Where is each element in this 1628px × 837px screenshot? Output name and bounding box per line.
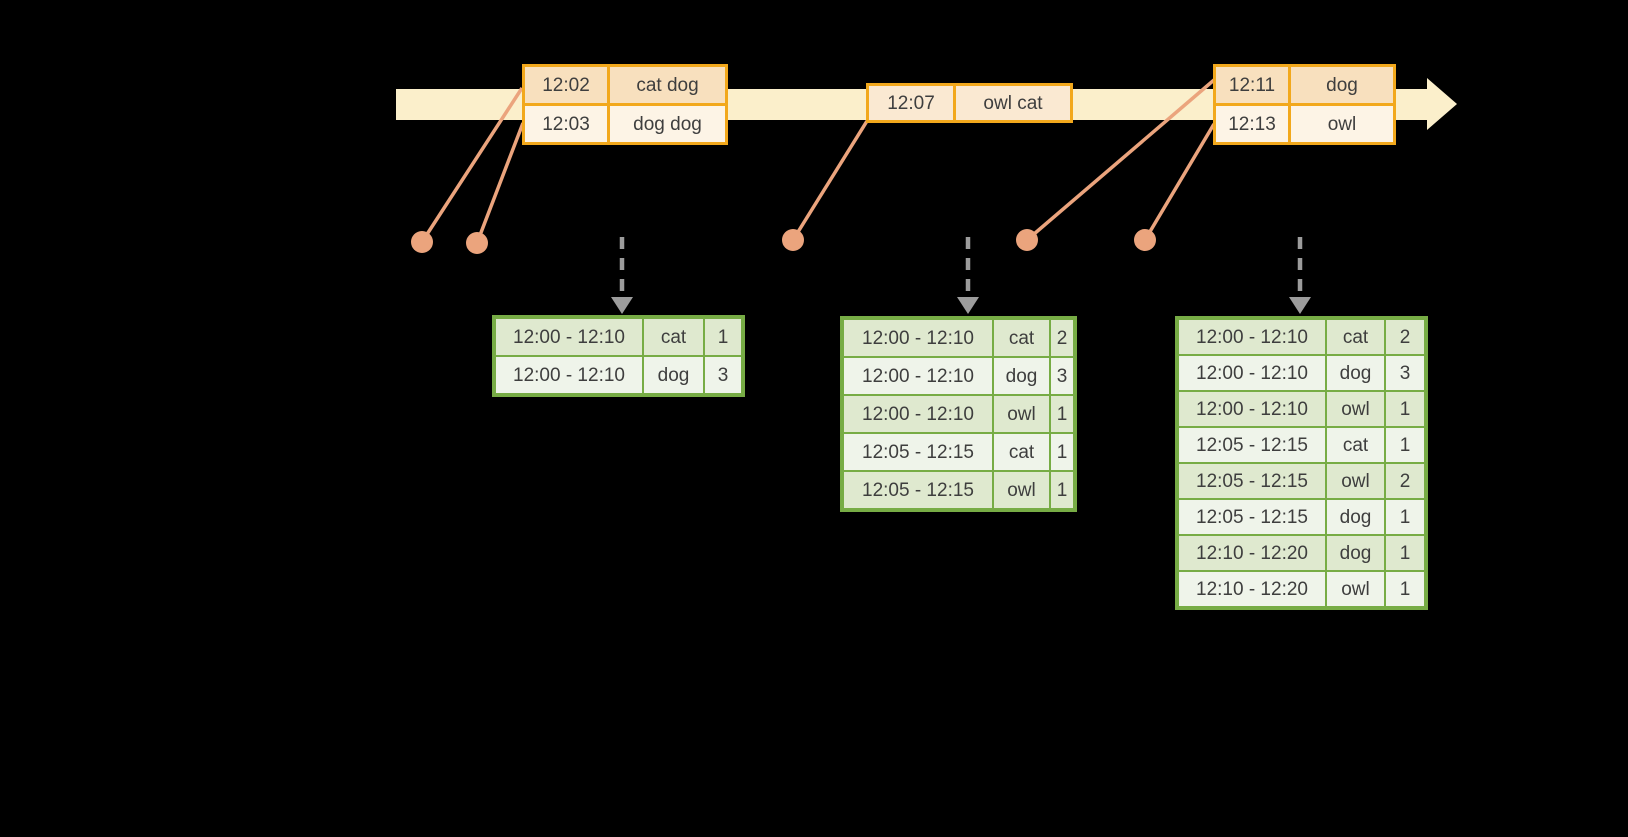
- window-range-cell: 12:00 - 12:10: [844, 396, 992, 432]
- word-cell: cat: [1327, 320, 1384, 354]
- word-cell: cat: [994, 434, 1049, 470]
- window-range-cell: 12:00 - 12:10: [496, 357, 642, 393]
- word-cell: dog: [644, 357, 703, 393]
- word-cell: owl: [994, 396, 1049, 432]
- word-cell: owl: [994, 472, 1049, 508]
- count-cell: 2: [1051, 320, 1073, 356]
- window-range-cell: 12:05 - 12:15: [844, 472, 992, 508]
- trigger-arrowhead-icon: [957, 297, 979, 314]
- event-time-cell: 12:13: [1216, 106, 1288, 142]
- word-cell: owl: [1327, 464, 1384, 498]
- event-time-cell: 12:02: [525, 67, 607, 103]
- window-range-cell: 12:10 - 12:20: [1179, 536, 1325, 570]
- window-range-cell: 12:00 - 12:10: [1179, 320, 1325, 354]
- count-cell: 3: [705, 357, 741, 393]
- window-range-cell: 12:05 - 12:15: [844, 434, 992, 470]
- count-cell: 1: [1051, 396, 1073, 432]
- word-cell: owl: [1327, 572, 1384, 606]
- count-cell: 1: [1386, 572, 1424, 606]
- count-cell: 1: [1386, 392, 1424, 426]
- count-cell: 2: [1386, 464, 1424, 498]
- word-cell: cat: [644, 319, 703, 355]
- event-words-cell: dog dog: [610, 106, 725, 142]
- count-cell: 1: [1386, 428, 1424, 462]
- count-cell: 1: [1051, 434, 1073, 470]
- window-range-cell: 12:00 - 12:10: [844, 320, 992, 356]
- record-connector-line: [420, 87, 524, 243]
- record-connector-line: [1143, 123, 1216, 241]
- event-words-cell: cat dog: [610, 67, 725, 103]
- record-dot: [782, 229, 804, 251]
- record-dot: [466, 232, 488, 254]
- word-cell: cat: [1327, 428, 1384, 462]
- record-connector-line: [1025, 78, 1216, 242]
- record-dot: [411, 231, 433, 253]
- record-connector-line: [791, 120, 869, 241]
- event-words-cell: owl: [1291, 106, 1393, 142]
- trigger-arrowhead-icon: [1289, 297, 1311, 314]
- count-cell: 3: [1051, 358, 1073, 394]
- timeline-arrowhead-icon: [1427, 78, 1457, 130]
- count-cell: 1: [1386, 500, 1424, 534]
- event-time-cell: 12:03: [525, 106, 607, 142]
- record-dot: [1016, 229, 1038, 251]
- word-cell: dog: [1327, 536, 1384, 570]
- word-cell: owl: [1327, 392, 1384, 426]
- word-cell: dog: [1327, 500, 1384, 534]
- trigger-arrowhead-icon: [611, 297, 633, 314]
- window-range-cell: 12:05 - 12:15: [1179, 500, 1325, 534]
- window-range-cell: 12:00 - 12:10: [496, 319, 642, 355]
- word-cell: dog: [994, 358, 1049, 394]
- window-range-cell: 12:00 - 12:10: [1179, 356, 1325, 390]
- window-range-cell: 12:00 - 12:10: [1179, 392, 1325, 426]
- count-cell: 1: [705, 319, 741, 355]
- event-words-cell: dog: [1291, 67, 1393, 103]
- word-cell: dog: [1327, 356, 1384, 390]
- word-cell: cat: [994, 320, 1049, 356]
- window-range-cell: 12:05 - 12:15: [1179, 428, 1325, 462]
- event-words-cell: owl cat: [956, 86, 1070, 120]
- event-time-cell: 12:07: [869, 86, 953, 120]
- count-cell: 2: [1386, 320, 1424, 354]
- window-range-cell: 12:00 - 12:10: [844, 358, 992, 394]
- count-cell: 3: [1386, 356, 1424, 390]
- count-cell: 1: [1386, 536, 1424, 570]
- window-range-cell: 12:10 - 12:20: [1179, 572, 1325, 606]
- count-cell: 1: [1051, 472, 1073, 508]
- window-range-cell: 12:05 - 12:15: [1179, 464, 1325, 498]
- record-connector-line: [475, 122, 525, 244]
- event-time-cell: 12:11: [1216, 67, 1288, 103]
- record-dot: [1134, 229, 1156, 251]
